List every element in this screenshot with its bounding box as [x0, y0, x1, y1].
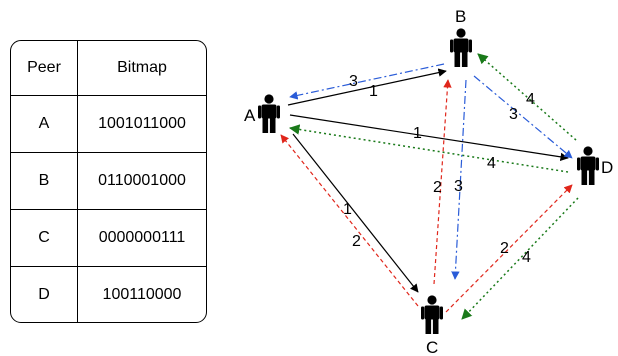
bitmap-cell: 1001011000 — [77, 95, 206, 153]
table-row: A 1001011000 — [11, 95, 206, 153]
edge-label-a-d: 1 — [413, 125, 422, 142]
node-d: D — [577, 146, 613, 185]
edge-b-to-a — [289, 63, 445, 100]
person-icon — [421, 295, 443, 334]
edge-label-a-c: 1 — [343, 201, 352, 218]
table-header-row: Peer Bitmap — [11, 41, 206, 96]
edge-label-d-a: 4 — [487, 155, 496, 172]
peer-bitmap-table: Peer Bitmap A 1001011000 B 0110001000 C … — [10, 40, 207, 323]
edge-label-c-d: 2 — [500, 240, 509, 257]
edge-label-a-b: 1 — [369, 83, 378, 100]
node-b: B — [450, 7, 472, 67]
edge-d-to-b — [477, 53, 577, 141]
edge-c-to-a — [280, 134, 419, 307]
edge-label-b-d: 3 — [509, 106, 518, 123]
node-label-a: A — [244, 106, 256, 125]
edge-b-to-d — [473, 75, 573, 159]
bitmap-cell: 100110000 — [77, 266, 206, 322]
bitmap-cell: 0000000111 — [77, 209, 206, 267]
edge-c-to-b — [433, 79, 452, 285]
peer-column-header: Peer — [11, 41, 78, 96]
node-label-d: D — [601, 158, 613, 177]
node-a: A — [244, 94, 280, 133]
table-row: C 0000000111 — [11, 209, 206, 267]
node-label-b: B — [455, 7, 466, 26]
edge-d-to-c — [461, 197, 579, 320]
edge-a-to-b — [287, 68, 447, 106]
edge-a-to-c — [292, 133, 419, 293]
edge-label-b-c: 3 — [454, 178, 463, 195]
edge-b-to-c — [451, 79, 467, 280]
person-icon — [450, 28, 472, 67]
edge-label-b-a: 3 — [349, 73, 358, 90]
edge-label-c-b: 2 — [433, 179, 442, 196]
edge-c-to-d — [445, 184, 573, 313]
person-icon — [258, 94, 280, 133]
peer-cell: D — [11, 266, 78, 322]
table-row: D 100110000 — [11, 266, 206, 322]
edge-label-c-a: 2 — [352, 233, 361, 250]
edge-label-d-b: 4 — [526, 91, 535, 108]
edge-a-to-d — [289, 114, 569, 161]
node-c: C — [421, 295, 443, 356]
node-label-c: C — [426, 338, 438, 356]
edge-d-to-a — [288, 124, 569, 173]
bitmap-cell: 0110001000 — [77, 152, 206, 210]
person-icon — [577, 146, 599, 185]
edge-label-d-c: 4 — [522, 249, 531, 266]
bitmap-column-header: Bitmap — [77, 41, 206, 96]
